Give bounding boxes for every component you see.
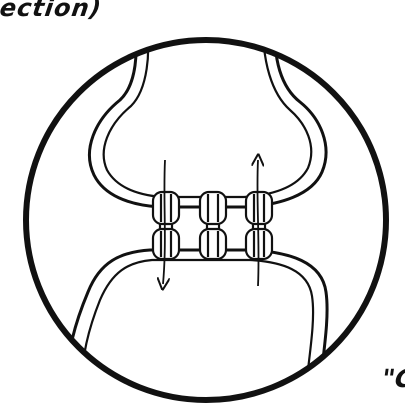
caption-bottom: "C <box>380 364 405 393</box>
caption-top: ection) <box>0 0 104 22</box>
arrow-up-icon <box>257 160 258 286</box>
